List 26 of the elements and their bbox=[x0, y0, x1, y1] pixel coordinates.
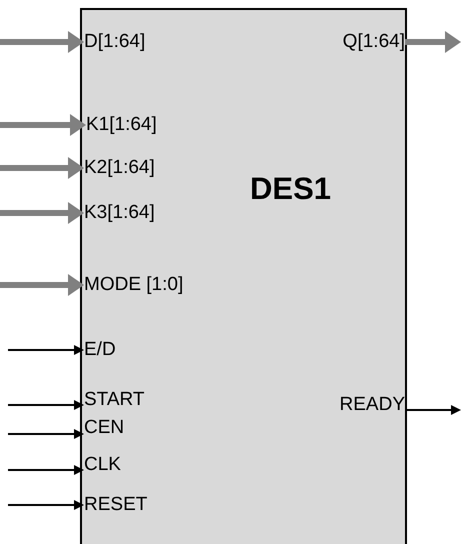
arrow bbox=[405, 405, 461, 415]
arrow bbox=[8, 500, 84, 510]
port-label: K1[1:64] bbox=[86, 114, 157, 135]
port-label: K3[1:64] bbox=[84, 202, 155, 223]
port-label: READY bbox=[340, 394, 405, 415]
arrow bbox=[0, 31, 84, 53]
port-label: START bbox=[84, 389, 145, 410]
arrow bbox=[0, 114, 86, 136]
port-label: D[1:64] bbox=[84, 31, 146, 52]
port-label: E/D bbox=[84, 339, 116, 360]
arrow bbox=[405, 31, 461, 53]
arrow bbox=[0, 202, 84, 224]
arrow bbox=[8, 429, 84, 439]
arrow bbox=[8, 465, 84, 475]
port-label: Q[1:64] bbox=[342, 31, 405, 52]
arrow bbox=[0, 157, 84, 179]
arrow bbox=[0, 274, 84, 296]
module-block bbox=[80, 8, 407, 544]
module-name: DES1 bbox=[250, 172, 331, 206]
port-label: RESET bbox=[84, 494, 148, 515]
port-label: MODE [1:0] bbox=[84, 274, 184, 295]
port-label: CEN bbox=[84, 417, 124, 438]
port-label: K2[1:64] bbox=[84, 157, 155, 178]
port-label: CLK bbox=[84, 454, 121, 475]
arrow bbox=[8, 345, 84, 355]
arrow bbox=[8, 400, 84, 410]
